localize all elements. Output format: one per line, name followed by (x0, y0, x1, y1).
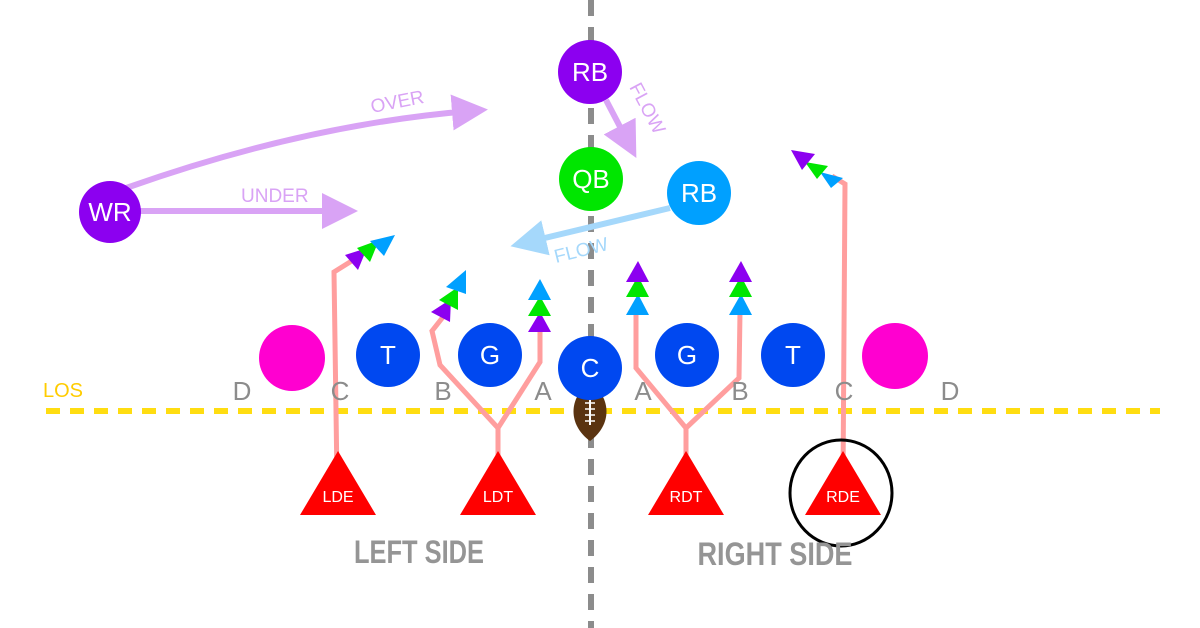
left-guard: G (458, 323, 522, 387)
gap-letter: B (434, 376, 451, 406)
rde-rush-lane (830, 173, 848, 481)
right-defensive-tackle: RDT (648, 451, 724, 515)
lde-label: LDE (322, 489, 353, 506)
arrowhead-green (528, 296, 551, 316)
gap-letter: C (835, 376, 854, 406)
rb-top-flow-route (603, 98, 637, 158)
los-label: LOS (43, 380, 83, 402)
arrowhead-green (439, 287, 458, 310)
ldt-rush-lane-a (495, 328, 543, 430)
gap-letter: A (534, 376, 552, 406)
highlight-circle (788, 438, 894, 548)
arrowhead-blue (729, 294, 752, 315)
running-back-right: RB (667, 161, 731, 225)
qb-label: QB (572, 164, 610, 194)
right-guard: G (655, 323, 719, 387)
right-side-label: RIGHT SIDE (698, 536, 853, 572)
arrowhead-purple (431, 299, 451, 322)
lde-rush-lane (331, 254, 360, 481)
rb-top-flow-label: FLOW (625, 79, 669, 137)
rdt-label: RDT (670, 489, 703, 506)
left-defensive-end: LDE (300, 451, 376, 515)
quarterback: QB (559, 147, 623, 211)
rb-right-flow-label: FLOW (552, 234, 610, 268)
arrowhead-green (805, 162, 828, 179)
arrowhead-purple (528, 312, 551, 332)
over-label: OVER (369, 87, 426, 118)
left-guard-label: G (480, 340, 500, 370)
gap-letter: C (331, 376, 350, 406)
arrowhead-blue (626, 294, 649, 315)
center: C (558, 336, 622, 400)
gap-letter: D (941, 376, 960, 406)
arrowhead-purple (626, 261, 649, 282)
gap-letter: D (233, 376, 252, 406)
arrowhead-blue (820, 172, 843, 188)
arrowhead-green (729, 276, 752, 297)
arrowhead-purple (791, 150, 815, 170)
wide-receiver: WR (79, 181, 141, 243)
rdt-a-lane-arrowheads (626, 261, 649, 315)
left-side-label: LEFT SIDE (354, 534, 484, 570)
rdt-rush-lane-b (684, 311, 743, 430)
ldt-a-lane-arrowheads (528, 279, 551, 332)
wr-label: WR (88, 197, 131, 227)
gap-letter: B (731, 376, 748, 406)
right-guard-label: G (677, 340, 697, 370)
arrowhead-purple (729, 261, 752, 282)
over-route (113, 94, 488, 195)
left-tackle: T (356, 323, 420, 387)
left-defensive-tackle: LDT (460, 451, 536, 515)
under-label: UNDER (241, 186, 309, 207)
right-tackle: T (761, 323, 825, 387)
edge-player-left (259, 325, 325, 391)
edge-player-right (862, 323, 928, 389)
rdt-b-lane-arrowheads (729, 261, 752, 315)
arrowhead-green (357, 240, 379, 262)
ldt-rush-lane-b (429, 315, 501, 480)
ldt-label: LDT (483, 489, 513, 506)
arrowhead-green (626, 276, 649, 297)
arrowhead-blue (370, 235, 395, 256)
arrowhead-purple (345, 248, 367, 270)
rb-right-label: RB (681, 178, 717, 208)
rde-lane-arrowheads (791, 150, 843, 188)
rb-top-label: RB (572, 57, 608, 87)
ldt-b-lane-arrowheads (431, 270, 466, 322)
rde-label: RDE (826, 489, 860, 506)
rb-right-flow-route (510, 205, 671, 256)
right-tackle-label: T (785, 340, 801, 370)
center-label: C (581, 353, 600, 383)
right-defensive-end: RDE (805, 451, 881, 515)
arrowhead-blue (528, 279, 551, 300)
running-back-top: RB (558, 40, 622, 104)
gap-letter: A (634, 376, 652, 406)
arrowhead-blue (446, 270, 466, 294)
left-tackle-label: T (380, 340, 396, 370)
lde-lane-arrowheads (345, 235, 395, 270)
